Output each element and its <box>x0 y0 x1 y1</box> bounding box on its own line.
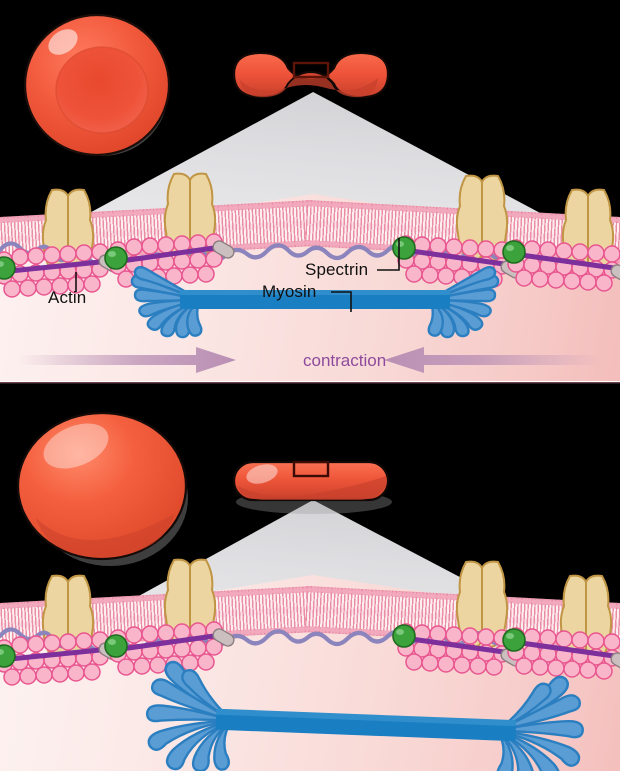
transmembrane-protein-3 <box>452 172 512 264</box>
transmembrane-protein-7 <box>452 558 512 650</box>
spectrin-leader-line <box>377 238 407 274</box>
actin-filament-1 <box>0 243 121 300</box>
actin-filament-8 <box>502 626 620 682</box>
actin-leader-line <box>70 272 82 292</box>
actin-filament-4 <box>502 238 620 294</box>
rbc-face-view-contracted <box>18 6 178 166</box>
contraction-arrows <box>0 344 620 378</box>
panel-contracted: Actin Spectrin Myosin <box>0 0 620 384</box>
rbc-face-view-relaxed <box>14 406 194 566</box>
panel-relaxed: relaxed <box>0 392 620 771</box>
actin-filament-6 <box>104 621 235 678</box>
myosin-label: Myosin <box>262 282 317 301</box>
rbc-side-view-relaxed <box>226 452 396 514</box>
state-label-contraction: contraction <box>303 351 387 370</box>
myosin-filament-contracted <box>110 266 520 340</box>
actin-label: Actin <box>48 288 87 307</box>
myosin-filament-relaxed <box>118 660 612 771</box>
actin-filament-7 <box>392 622 523 678</box>
actin-filament-5 <box>0 631 121 688</box>
myosin-leader-line <box>331 290 361 314</box>
rbc-side-view-contracted <box>226 46 396 108</box>
panel-baseline-contracted <box>0 381 620 384</box>
spectrin-label: Spectrin <box>305 260 369 279</box>
